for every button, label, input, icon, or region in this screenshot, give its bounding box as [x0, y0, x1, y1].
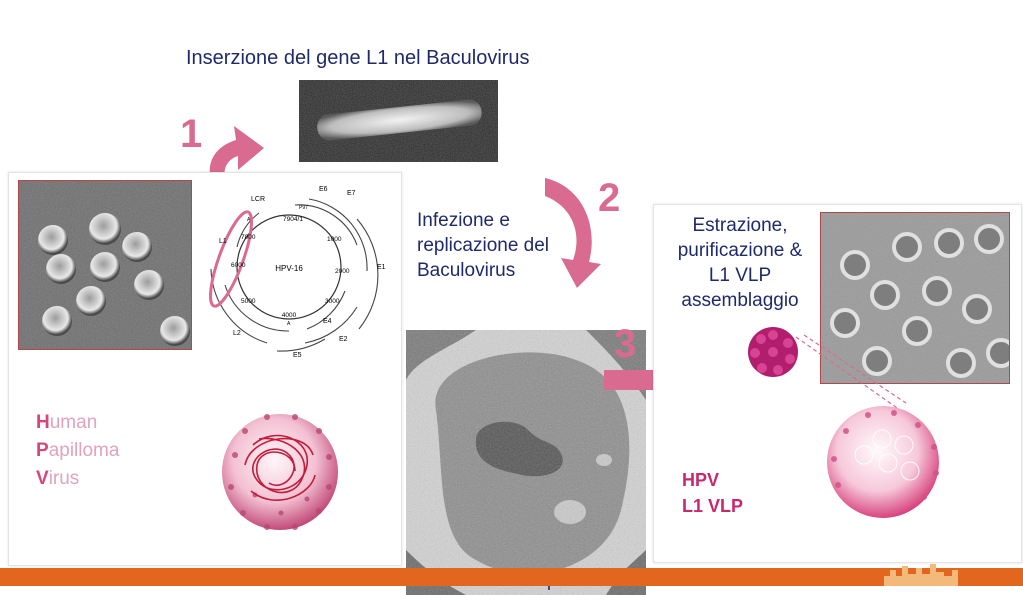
baculovirus-micrograph: [299, 80, 498, 162]
genome-tick: 7000: [241, 234, 256, 241]
skyline-logo-icon: [884, 564, 958, 586]
step-2-text: Infezione e replicazione del Baculovirus: [417, 208, 549, 283]
step-3-line: L1 VLP: [708, 265, 772, 286]
gene-label: E2: [339, 336, 348, 343]
vlp-panel: Estrazione, purificazione & L1 VLP assem…: [653, 204, 1022, 563]
gene-label: L2: [233, 330, 241, 337]
step-3-number: 3: [614, 322, 637, 366]
hpv-line-papilloma: Papilloma: [36, 440, 120, 461]
vlp-micrograph: [820, 212, 1010, 384]
step-1-number: 1: [180, 112, 203, 156]
gene-label: E5: [293, 352, 302, 359]
promoter-label: P97: [299, 205, 308, 211]
genome-center-label: HPV-16: [275, 264, 303, 273]
vlp-label-line: L1 VLP: [682, 496, 744, 516]
genome-top-label: 7904/1: [283, 216, 303, 223]
step-2-number: 2: [598, 176, 621, 220]
l1-capsid-icon: [748, 327, 798, 377]
hpv-acronym: Human Papilloma Virus: [36, 409, 119, 493]
genome-tick: 2000: [335, 268, 350, 275]
zoom-connector: [795, 334, 911, 418]
genome-tick: 1000: [327, 236, 342, 243]
gene-label: LCR: [251, 196, 265, 203]
gene-label: L1: [219, 238, 227, 245]
hpv-panel: HPV-16 7904/1 P97 A A 1000 2000 3000 400…: [8, 172, 402, 566]
footer-bar: [0, 568, 1023, 586]
genome-tick: 4000: [282, 312, 297, 319]
step-3-text: Estrazione, purificazione & L1 VLP assem…: [660, 213, 820, 313]
promoter-label: A: [247, 217, 251, 223]
curved-arrow-icon: [545, 178, 601, 288]
gene-label: E4: [323, 318, 332, 325]
step-3-line: purificazione &: [677, 240, 803, 261]
gene-label: E7: [347, 190, 356, 197]
step-2-line: Baculovirus: [417, 260, 516, 281]
vlp-label-line: HPV: [682, 470, 720, 490]
genome-tick: 3000: [325, 298, 340, 305]
step-2-line: Infezione e: [417, 210, 510, 231]
genome-tick: 5000: [241, 298, 256, 305]
papilloma-micrograph: [18, 180, 192, 350]
hpv-line-virus: Virus: [36, 468, 80, 489]
step-3-line: Estrazione,: [692, 215, 788, 236]
page-title: Inserzione del gene L1 nel Baculovirus: [186, 47, 530, 69]
genome-tick: 6000: [231, 262, 246, 269]
vlp-label: HPV L1 VLP: [682, 467, 743, 519]
gene-label: E1: [377, 264, 386, 271]
step-3-line: assemblaggio: [681, 290, 799, 311]
promoter-label: A: [287, 321, 291, 327]
vlp-sphere-illustration: [827, 406, 939, 518]
hpv-line-human: Human: [36, 412, 98, 433]
gene-label: E6: [319, 186, 328, 193]
step-2-line: replicazione del: [417, 235, 550, 256]
hpv16-genome-map: HPV-16 7904/1 P97 A A 1000 2000 3000 400…: [209, 186, 386, 359]
hpv-virion-illustration: [222, 414, 338, 530]
